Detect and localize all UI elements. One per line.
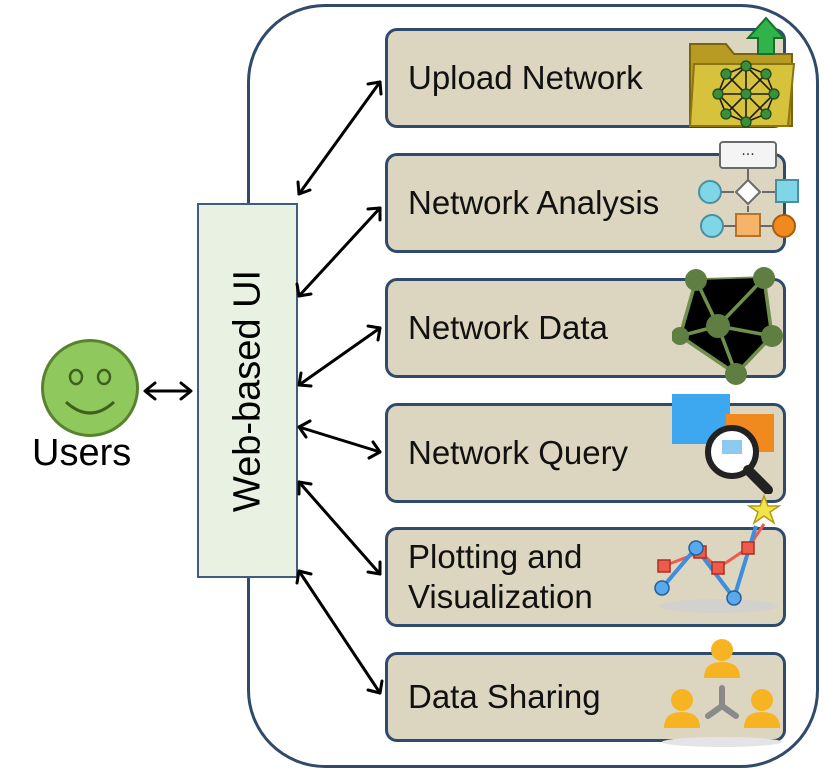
module-label: Plotting and Visualization (408, 537, 593, 615)
arrow-webui-network-query (297, 419, 382, 460)
network-graph-icon (672, 267, 783, 385)
folder-upload-network-icon (688, 16, 796, 128)
module-label: Upload Network (408, 58, 643, 96)
module-label: Network Data (408, 308, 608, 346)
arrow-webui-data-sharing (295, 569, 384, 695)
line-plot-icon (654, 494, 782, 613)
arrow-users-webui (143, 381, 193, 401)
web-ui-box: Web-based UI (197, 203, 298, 578)
module-label: Network Query (408, 433, 629, 471)
users-label: Users (32, 432, 132, 474)
module-label: Data Sharing (408, 677, 601, 715)
module-network-analysis: Network Analysis (385, 153, 786, 253)
smiley-icon (41, 339, 139, 437)
magnifier-query-icon (672, 394, 774, 494)
arrow-webui-network-data (297, 324, 382, 388)
arrow-webui-upload-network (296, 80, 383, 196)
svg-text:···: ··· (741, 147, 754, 163)
arrow-webui-network-analysis (295, 206, 382, 298)
flowchart-icon: ··· (698, 141, 799, 238)
user-sharing-icon (662, 639, 782, 747)
arrow-webui-plotting (297, 480, 382, 576)
module-label: Network Analysis (408, 183, 660, 221)
